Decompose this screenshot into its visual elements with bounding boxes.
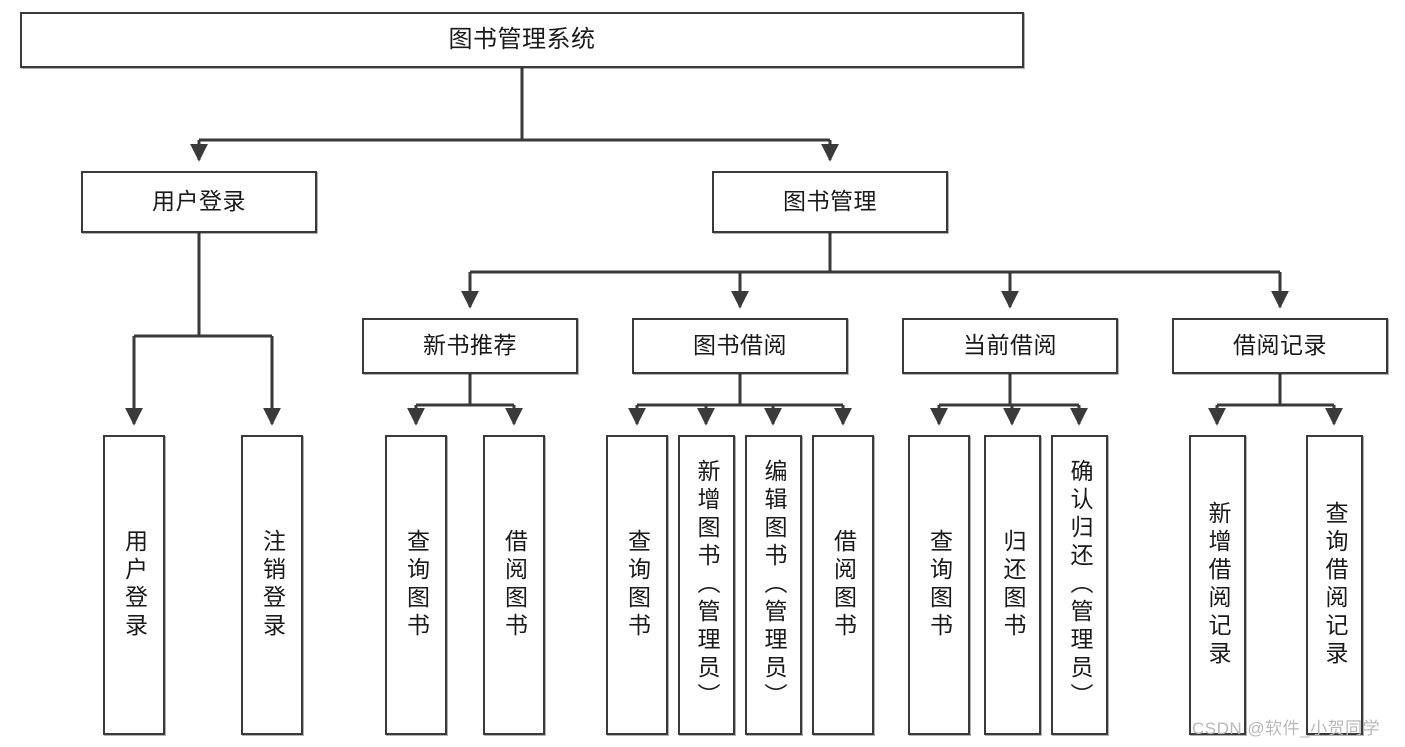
node-root-label: 图书管理系统 — [448, 25, 596, 53]
node-current-borrow[interactable]: 当前借阅 — [902, 318, 1118, 374]
node-book-borrow[interactable]: 图书借阅 — [632, 318, 848, 374]
node-borrow-record-label: 借阅记录 — [1233, 332, 1327, 359]
leaf-query-book-3[interactable]: 查询图书 — [908, 435, 970, 735]
leaf-add-book[interactable]: 新增图书（管理员） — [678, 435, 735, 735]
leaf-user-login-label: 用户登录 — [121, 529, 148, 641]
leaf-query-record-label: 查询借阅记录 — [1322, 501, 1348, 669]
node-borrow-record[interactable]: 借阅记录 — [1172, 318, 1388, 374]
node-book-manage[interactable]: 图书管理 — [712, 171, 948, 233]
node-root[interactable]: 图书管理系统 — [20, 12, 1024, 68]
leaf-return-book[interactable]: 归还图书 — [984, 435, 1041, 735]
leaf-borrow-book-1-label: 借阅图书 — [501, 529, 528, 641]
leaf-confirm-return[interactable]: 确认归还（管理员） — [1051, 435, 1108, 735]
leaf-user-logout[interactable]: 注销登录 — [241, 435, 303, 735]
node-current-borrow-label: 当前借阅 — [963, 332, 1057, 359]
leaf-query-book-2[interactable]: 查询图书 — [606, 435, 668, 735]
node-user-login-label: 用户登录 — [152, 188, 246, 215]
leaf-user-login[interactable]: 用户登录 — [103, 435, 165, 735]
node-new-book-recommend-label: 新书推荐 — [423, 332, 517, 359]
node-new-book-recommend[interactable]: 新书推荐 — [362, 318, 578, 374]
leaf-query-book-2-label: 查询图书 — [624, 529, 651, 641]
leaf-query-record[interactable]: 查询借阅记录 — [1306, 435, 1363, 735]
leaf-query-book-3-label: 查询图书 — [926, 529, 953, 641]
leaf-query-book-1[interactable]: 查询图书 — [385, 435, 447, 735]
node-user-login[interactable]: 用户登录 — [81, 171, 317, 233]
leaf-user-logout-label: 注销登录 — [259, 529, 286, 641]
leaf-return-book-label: 归还图书 — [1000, 529, 1026, 641]
leaf-borrow-book-1[interactable]: 借阅图书 — [483, 435, 545, 735]
leaf-confirm-return-label: 确认归还（管理员） — [1067, 459, 1093, 711]
leaf-borrow-book-2[interactable]: 借阅图书 — [812, 435, 874, 735]
node-book-manage-label: 图书管理 — [783, 188, 877, 215]
node-book-borrow-label: 图书借阅 — [693, 332, 787, 359]
watermark: CSDN @软件_小贺同学 — [1192, 719, 1381, 738]
leaf-borrow-book-2-label: 借阅图书 — [830, 529, 857, 641]
leaf-query-book-1-label: 查询图书 — [403, 529, 430, 641]
leaf-edit-book[interactable]: 编辑图书（管理员） — [745, 435, 802, 735]
leaf-add-book-label: 新增图书（管理员） — [694, 459, 720, 711]
leaf-add-record[interactable]: 新增借阅记录 — [1189, 435, 1246, 735]
leaf-edit-book-label: 编辑图书（管理员） — [761, 459, 787, 711]
leaf-add-record-label: 新增借阅记录 — [1205, 501, 1231, 669]
